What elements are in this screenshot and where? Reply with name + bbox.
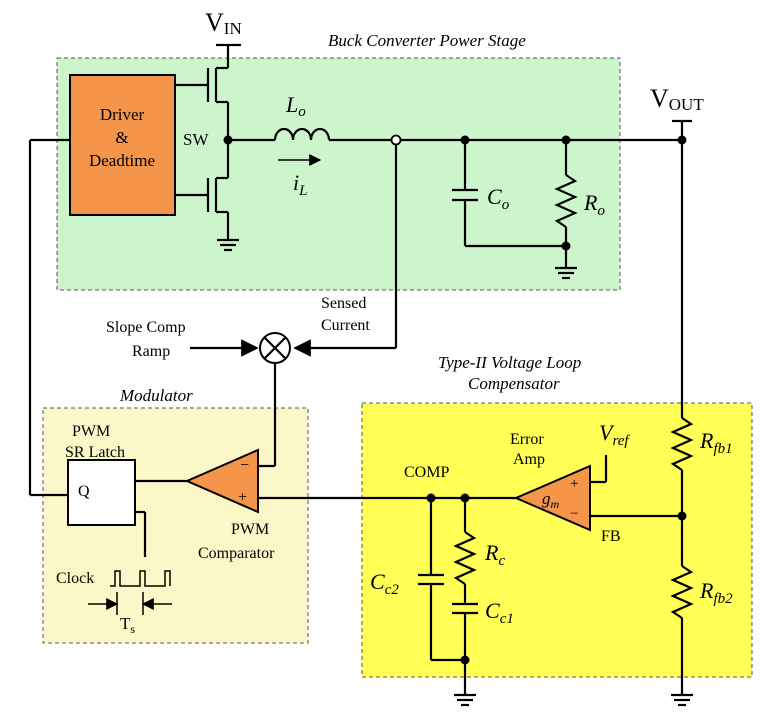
svg-text:−: − (240, 457, 249, 474)
driver-label-line2: & (115, 128, 128, 147)
co-label: Co (487, 184, 510, 213)
comp-label: COMP (404, 464, 449, 481)
error-amp-label-line1: Error (510, 431, 544, 448)
resistor-rfb1 (670, 417, 694, 471)
vout-label: VOUT (650, 84, 704, 114)
sr-latch-q: Q (78, 483, 90, 500)
rc-label: Rc (484, 540, 505, 569)
svg-text:−: − (570, 506, 578, 522)
ground-symbol (217, 238, 239, 252)
sensed-current-line2: Current (321, 317, 370, 334)
low-side-mosfet (175, 140, 230, 240)
pwm-comparator-label-line2: Comparator (198, 545, 275, 562)
pwm-comparator-label-line1: PWM (231, 521, 269, 538)
error-amplifier (513, 464, 591, 532)
clock-label: Clock (56, 570, 94, 587)
svg-text:+: + (238, 489, 247, 506)
ro-label: Ro (583, 190, 605, 219)
driver-label-line1: Driver (100, 105, 145, 124)
pwm-comparator (184, 448, 259, 514)
resistor-rc (453, 531, 477, 585)
rfb2-label: Rfb2 (699, 578, 733, 607)
resistor-rfb2 (670, 565, 694, 619)
il-label: iL (293, 170, 307, 199)
sensed-current-line1: Sensed (321, 295, 366, 312)
sw-label: SW (183, 130, 209, 149)
gm-label: gm (542, 489, 560, 511)
high-side-mosfet (175, 66, 230, 140)
resistor-ro (554, 174, 578, 228)
error-amp-label-line2: Amp (513, 451, 545, 468)
ground-symbol (454, 693, 476, 707)
ts-label: Ts (120, 614, 135, 636)
ground-symbol (671, 693, 693, 707)
slope-comp-line1: Slope Comp (106, 319, 186, 336)
slope-comp-line2: Ramp (132, 343, 170, 360)
rfb1-label: Rfb1 (699, 428, 733, 457)
sr-latch-label-line1: PWM (72, 423, 110, 440)
lo-label: Lo (285, 92, 306, 120)
clock-waveform (110, 570, 171, 587)
svg-text:+: + (570, 476, 578, 492)
power-stage-title: Buck Converter Power Stage (328, 31, 526, 50)
modulator-title: Modulator (119, 386, 193, 405)
sr-latch-label-line2: SR Latch (65, 444, 125, 461)
driver-block (69, 74, 176, 216)
vref-label: Vref (599, 420, 630, 449)
summing-junction (259, 332, 291, 364)
fb-label: FB (601, 528, 621, 545)
compensator-region (361, 402, 753, 678)
inductor-lo (273, 127, 331, 141)
ground-symbol (555, 266, 577, 280)
cc2-label: Cc2 (370, 569, 399, 598)
sr-latch-block (67, 459, 136, 526)
compensator-title-line1: Type-II Voltage Loop (438, 353, 581, 372)
driver-label-line3: Deadtime (89, 151, 155, 170)
compensator-title-line2: Compensator (468, 374, 560, 393)
vin-label: VIN (205, 8, 242, 38)
cc1-label: Cc1 (485, 598, 514, 627)
current-sense-node (390, 134, 402, 146)
